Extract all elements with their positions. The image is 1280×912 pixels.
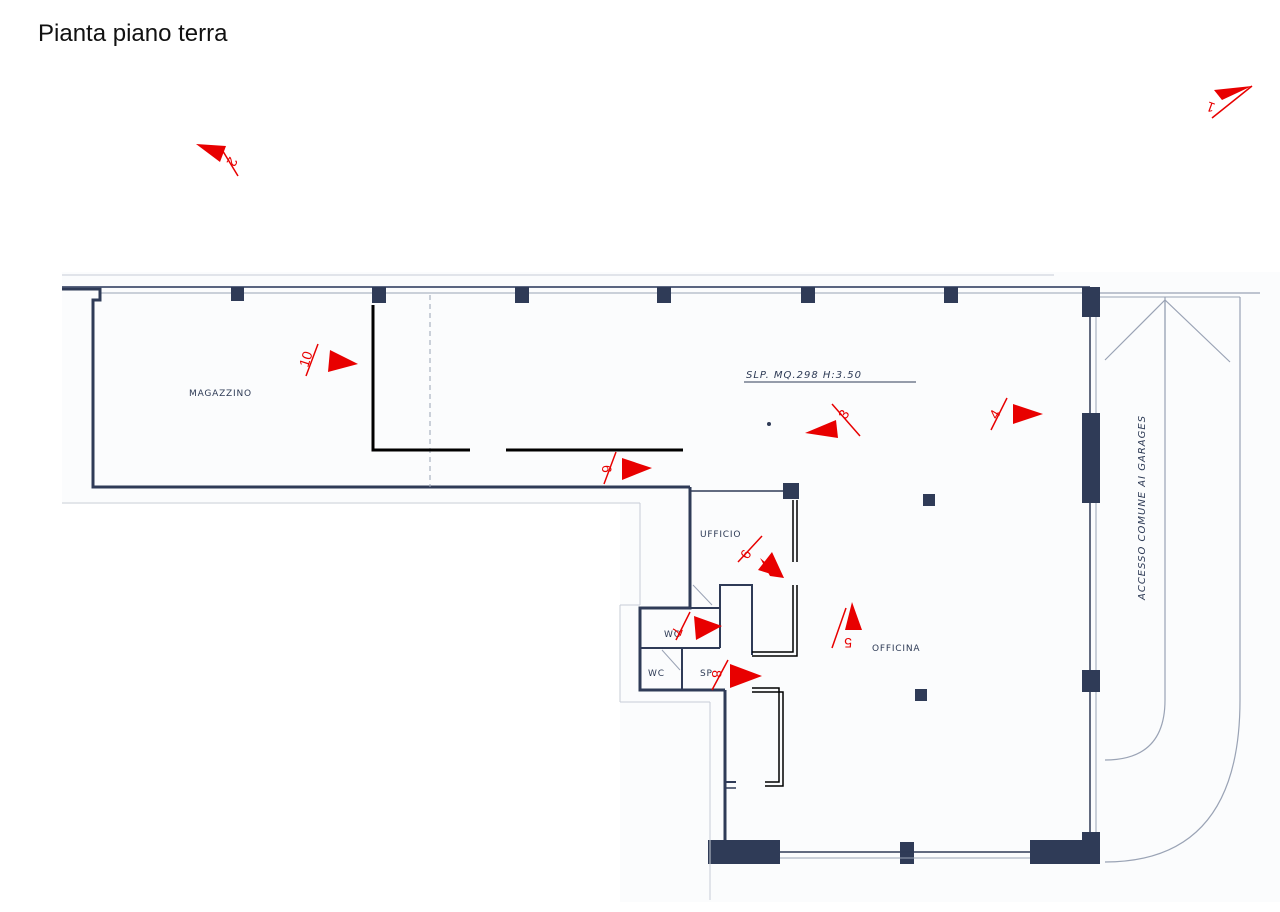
view-marker-6-corridor-label: 6	[599, 465, 615, 473]
column-dot	[767, 422, 771, 426]
area-annotation: SLP. MQ.298 H:3.50	[746, 370, 862, 381]
access-annotation: ACCESSO COMUNE AI GARAGES	[1137, 415, 1148, 601]
walls	[62, 287, 1097, 900]
pillar	[372, 287, 386, 303]
view-marker-5-label: 5	[844, 635, 852, 651]
pillars	[231, 287, 1100, 864]
plan-sheet	[62, 272, 1280, 902]
room-label-magazzino: MAGAZZINO	[189, 389, 252, 399]
view-marker-8-label: 8	[709, 670, 725, 678]
pillar	[915, 689, 927, 701]
room-label-wc-lower: WC	[648, 669, 665, 679]
pillar	[923, 494, 935, 506]
access-ramp	[1104, 297, 1241, 863]
pillar	[1082, 670, 1100, 692]
view-marker-8: 8	[709, 659, 762, 691]
page-title: Pianta piano terra	[38, 20, 228, 47]
pillar	[944, 287, 958, 303]
view-marker-1-label: 1	[1204, 98, 1217, 116]
pillar	[1082, 413, 1100, 503]
pillar	[900, 842, 914, 864]
view-marker-5: 5	[831, 602, 862, 651]
room-label-officina: OFFICINA	[872, 644, 920, 654]
pillar	[708, 840, 780, 864]
pillar	[783, 483, 799, 499]
view-marker-1: 1	[1204, 85, 1253, 119]
pillar	[231, 287, 244, 301]
room-label-sp: SP	[700, 669, 713, 679]
view-marker-6-corridor: 6	[599, 451, 652, 485]
view-marker-10: 10	[296, 343, 358, 377]
view-marker-2: 2	[196, 144, 241, 177]
partitions	[371, 305, 798, 787]
view-marker-3: 3	[805, 403, 861, 438]
pillar	[515, 287, 529, 303]
room-label-ufficio: UFFICIO	[700, 530, 741, 540]
pillar	[1082, 287, 1100, 317]
pillar	[801, 287, 815, 303]
view-marker-7: 7	[668, 611, 722, 641]
pillar	[657, 287, 671, 303]
room-label-wc-upper: WC	[664, 630, 681, 640]
view-marker-10-label: 10	[296, 349, 316, 369]
pillar	[1030, 840, 1100, 864]
